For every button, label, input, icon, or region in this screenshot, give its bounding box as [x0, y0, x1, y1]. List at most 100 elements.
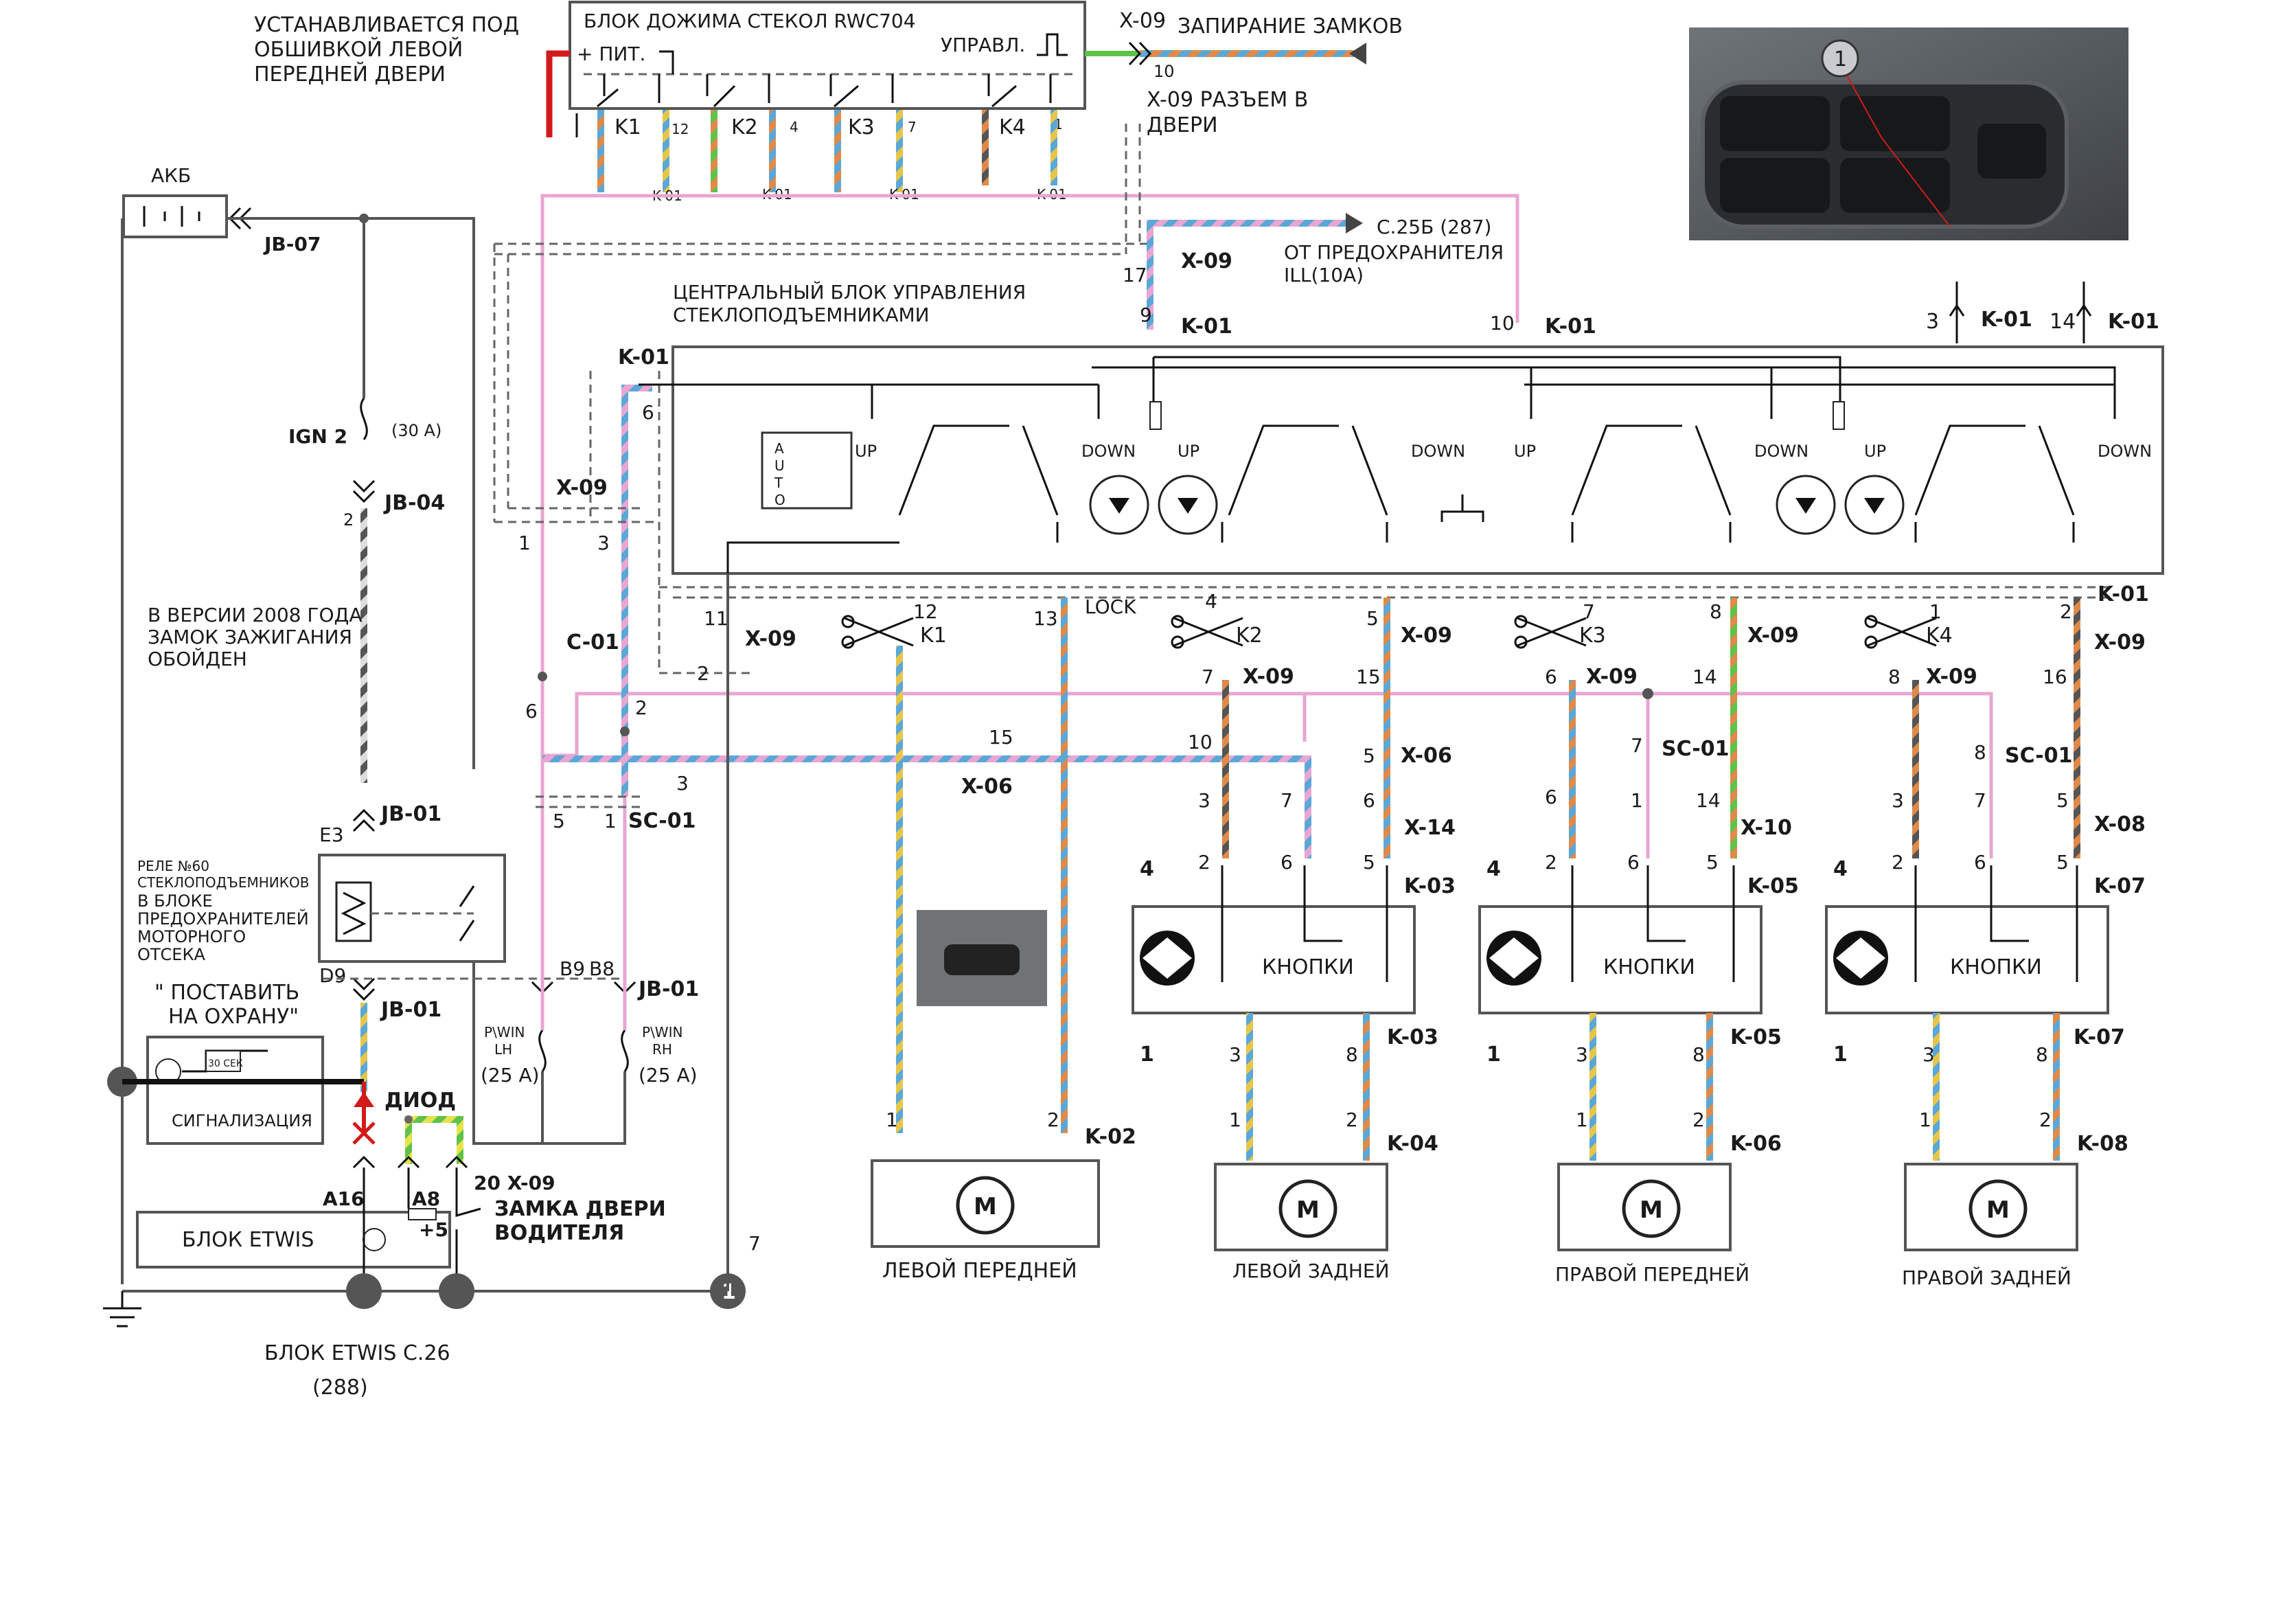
wire-rr-2	[2074, 597, 2080, 858]
svg-text:ЗАМОК ЗАЖИГАНИЯ: ЗАМОК ЗАЖИГАНИЯ	[148, 626, 352, 648]
alarm-box	[146, 1036, 324, 1145]
svg-text:4: 4	[1486, 857, 1501, 881]
fuse-25a-rh: (25 A)	[639, 1064, 698, 1086]
svg-text:4: 4	[1833, 857, 1848, 881]
lock-wire	[1140, 50, 1366, 57]
svg-text:14: 14	[1696, 789, 1721, 812]
switch-photo-4	[1840, 158, 1950, 213]
x09-label-left: X-09	[556, 476, 608, 500]
rwc-pin-7: 7	[908, 119, 917, 135]
svg-text:6: 6	[1363, 789, 1375, 812]
central-block-line-2: СТЕКЛОПОДЪЕМНИКАМИ	[673, 304, 930, 326]
alarm-label: СИГНАЛИЗАЦИЯ	[172, 1111, 312, 1130]
x06-bus	[542, 755, 1311, 762]
install-note-line-1: УСТАНАВЛИВАЕТСЯ ПОД	[254, 13, 519, 37]
wire-rf-2	[1730, 597, 1737, 858]
pin-1-sc01: 1	[604, 810, 617, 832]
k01-label-14: K-01	[2108, 310, 2159, 334]
svg-text:ПРЕДОХРАНИТЕЛЕЙ: ПРЕДОХРАНИТЕЛЕЙ	[137, 909, 309, 929]
fuse-30a-icon	[360, 398, 368, 440]
pwin-rh-2: RH	[652, 1041, 672, 1058]
door-connector-line-2: ДВЕРИ	[1147, 113, 1218, 137]
switch-photo-lock	[1977, 124, 2046, 179]
d9-label: D9	[319, 964, 346, 987]
pink-bus-main	[542, 692, 1993, 758]
pin-6-top: 6	[642, 401, 654, 424]
down-label-1: DOWN	[1081, 442, 1136, 461]
lock-word: LOCK	[1085, 595, 1136, 618]
wire-rf-1	[1569, 680, 1576, 858]
lock-pin: 10	[1153, 62, 1175, 81]
motor-label-rf: ПРАВОЙ ПЕРЕДНЕЙ	[1555, 1262, 1749, 1286]
pin-10: 10	[1490, 312, 1515, 334]
door-connector-line-1: X-09 РАЗЪЕМ В	[1147, 88, 1308, 112]
battery-plus-wire	[227, 217, 475, 769]
pin-8-x09: 8	[1710, 600, 1722, 623]
lock-label: ЗАПИРАНИЕ ЗАМКОВ	[1178, 14, 1403, 38]
svg-text:K-03: K-03	[1404, 874, 1456, 898]
fuse-25a-icon	[538, 1029, 629, 1072]
svg-text:2: 2	[1692, 1108, 1705, 1131]
switch-photo-3	[1840, 96, 1950, 151]
svg-text:M: M	[1296, 1196, 1320, 1224]
svg-text:ОБОЙДЕН: ОБОЙДЕН	[148, 647, 247, 670]
svg-text:В БЛОКЕ: В БЛОКЕ	[137, 891, 213, 911]
door-switch-lr: 3 7 6 X-14 2 6 5 4 K-03 КНОПКИ 1 3 8 K-0…	[1132, 789, 1456, 1067]
svg-text:8: 8	[1346, 1043, 1358, 1066]
svg-text:НА ОХРАНУ": НА ОХРАНУ"	[168, 1005, 299, 1029]
pin-5-x09: 5	[1366, 607, 1379, 630]
ground-node-2	[439, 1273, 474, 1309]
ground-icon	[103, 1291, 141, 1328]
svg-text:КНОПКИ: КНОПКИ	[1950, 955, 2042, 979]
x06-label-right: X-06	[1401, 744, 1452, 768]
pin-6-c01: 6	[525, 700, 538, 722]
rwc704-title: БЛОК ДОЖИМА СТЕКОЛ RWC704	[584, 10, 916, 32]
svg-text:7: 7	[1281, 789, 1293, 812]
svg-text:6: 6	[1627, 851, 1640, 874]
pwin-lh-2: LH	[494, 1041, 512, 1058]
pin-7-sc01: 7	[1631, 734, 1643, 757]
svg-text:M: M	[1640, 1196, 1663, 1224]
motor-left-front: 1 2 K-02 M ЛЕВОЙ ПЕРЕДНЕЙ	[871, 1108, 1136, 1283]
a8-label: A8	[412, 1187, 440, 1210]
fuse-30a-label: (30 A)	[391, 421, 441, 440]
jb01-label-bottom: JB-01	[380, 998, 441, 1022]
pin-17: 17	[1123, 264, 1147, 286]
auto-module	[761, 431, 853, 510]
svg-text:1: 1	[1833, 1043, 1848, 1067]
svg-text:K-07: K-07	[2094, 874, 2146, 898]
svg-text:6: 6	[1974, 851, 1986, 874]
svg-text:8: 8	[2036, 1043, 2048, 1066]
central-block-line-1: ЦЕНТРАЛЬНЫЙ БЛОК УПРАВЛЕНИЯ	[673, 280, 1026, 304]
svg-text:1: 1	[1919, 1108, 1931, 1131]
relay-contact-k4	[987, 74, 1052, 108]
fuse-from-line-1: ОТ ПРЕДОХРАНИТЕЛЯ	[1284, 241, 1504, 264]
wire-lr-1	[1222, 680, 1229, 858]
svg-text:2: 2	[1892, 851, 1904, 874]
svg-text:2: 2	[1545, 851, 1557, 874]
svg-text:1: 1	[1631, 789, 1643, 812]
driver-lock-line-1: ЗАМКА ДВЕРИ	[494, 1197, 666, 1221]
svg-text:5: 5	[2056, 851, 2069, 874]
led-indicators	[1089, 475, 1905, 535]
x09-label-k2: X-09	[1401, 624, 1452, 648]
relay-contact-k1	[597, 74, 661, 108]
jb04-pin: 2	[343, 510, 354, 530]
svg-text:3: 3	[1922, 1043, 1935, 1066]
switch-group-1	[898, 424, 1059, 516]
k01-label-6: K-01	[618, 345, 669, 369]
pin-15-x06: 15	[989, 726, 1013, 749]
svg-text:КНОПКИ: КНОПКИ	[1262, 955, 1354, 979]
battery-icon	[143, 206, 200, 227]
sec30-label: 30 СЕК	[208, 1058, 243, 1069]
pin-1-k4: 1	[1929, 600, 1942, 623]
install-note-line-3: ПЕРЕДНЕЙ ДВЕРИ	[254, 62, 446, 87]
svg-text:3: 3	[1198, 789, 1210, 812]
central-block-frame	[671, 345, 2164, 575]
pin-16: 16	[2043, 665, 2067, 688]
svg-text:" ПОСТАВИТЬ: " ПОСТАВИТЬ	[154, 981, 299, 1005]
fuse-25a-lh: (25 A)	[481, 1064, 540, 1086]
svg-text:В ВЕРСИИ 2008 ГОДА: В ВЕРСИИ 2008 ГОДА	[148, 604, 363, 626]
svg-text:M: M	[1986, 1196, 2010, 1224]
motor-label-lr: ЛЕВОЙ ЗАДНЕЙ	[1232, 1259, 1390, 1282]
